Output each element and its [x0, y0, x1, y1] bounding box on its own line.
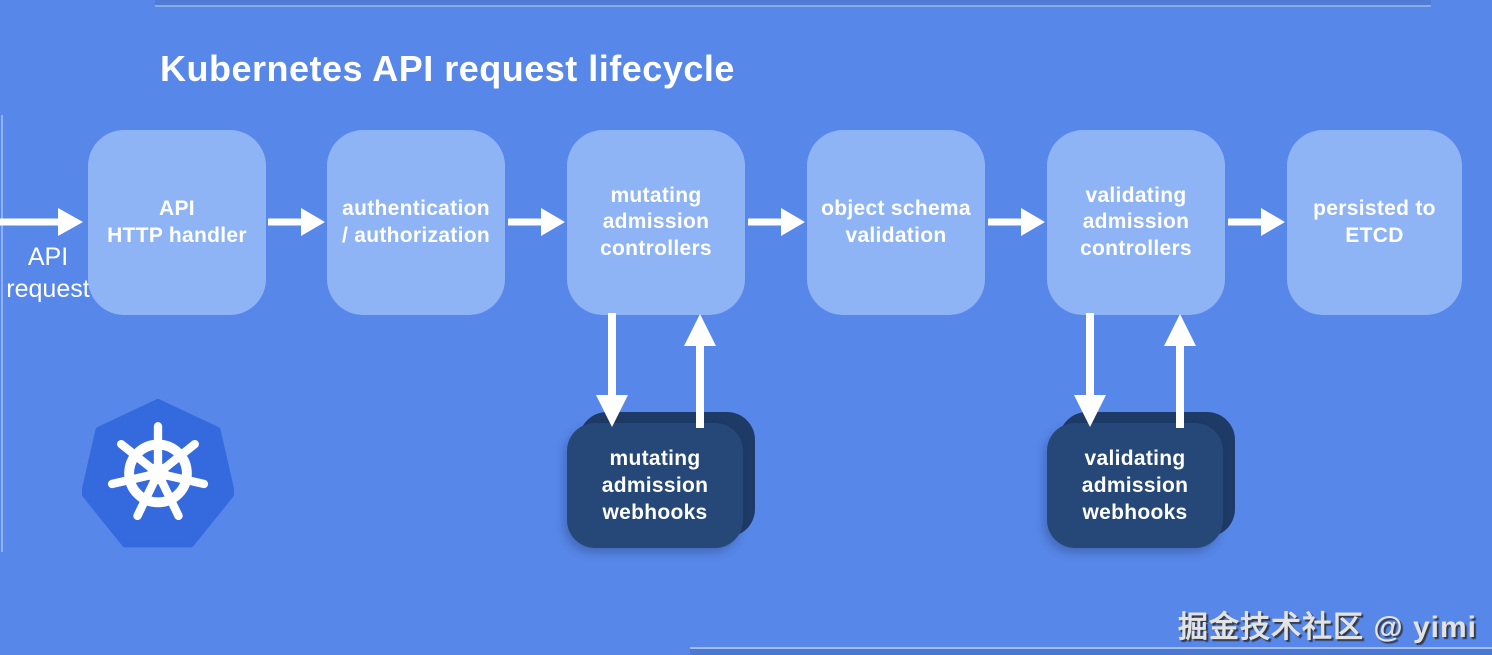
stage-label: persisted to ETCD — [1313, 197, 1436, 247]
arrow-up-icon — [1158, 313, 1202, 428]
arrow-down-icon — [590, 313, 634, 428]
top-edge-strip — [155, 0, 1431, 7]
arrow-entry-icon — [0, 202, 84, 242]
kubernetes-logo-icon — [80, 398, 236, 554]
stage-object-schema-validation: object schema validation — [807, 130, 985, 315]
stage-label: authentication / authorization — [342, 197, 490, 247]
page-title: Kubernetes API request lifecycle — [160, 48, 735, 89]
api-request-label: API request — [6, 243, 90, 303]
arrow-right-icon — [1228, 202, 1286, 242]
stage-label: object schema validation — [821, 197, 971, 247]
arrow-right-icon — [268, 202, 326, 242]
stage-authentication-authorization: authentication / authorization — [327, 130, 505, 315]
arrow-right-icon — [508, 202, 566, 242]
arrow-up-icon — [678, 313, 722, 428]
bottom-edge-strip — [690, 647, 1492, 655]
mutating-admission-webhooks-box: mutating admission webhooks — [567, 423, 743, 548]
stage-label: validating admission controllers — [1080, 184, 1192, 260]
stage-label: mutating admission controllers — [600, 184, 712, 260]
arrow-right-icon — [748, 202, 806, 242]
arrow-down-icon — [1068, 313, 1112, 428]
stage-mutating-admission-controllers: mutating admission controllers — [567, 130, 745, 315]
webhook-label: validating admission webhooks — [1081, 446, 1189, 525]
validating-admission-webhooks-box: validating admission webhooks — [1047, 423, 1223, 548]
arrow-right-icon — [988, 202, 1046, 242]
left-edge-line — [1, 115, 3, 552]
stage-label: API HTTP handler — [107, 197, 247, 247]
watermark: 掘金技术社区 @ yimi — [1178, 611, 1477, 644]
stage-persisted-to-etcd: persisted to ETCD — [1287, 130, 1462, 315]
stage-validating-admission-controllers: validating admission controllers — [1047, 130, 1225, 315]
webhook-label: mutating admission webhooks — [601, 446, 709, 525]
stage-api-http-handler: API HTTP handler — [88, 130, 266, 315]
